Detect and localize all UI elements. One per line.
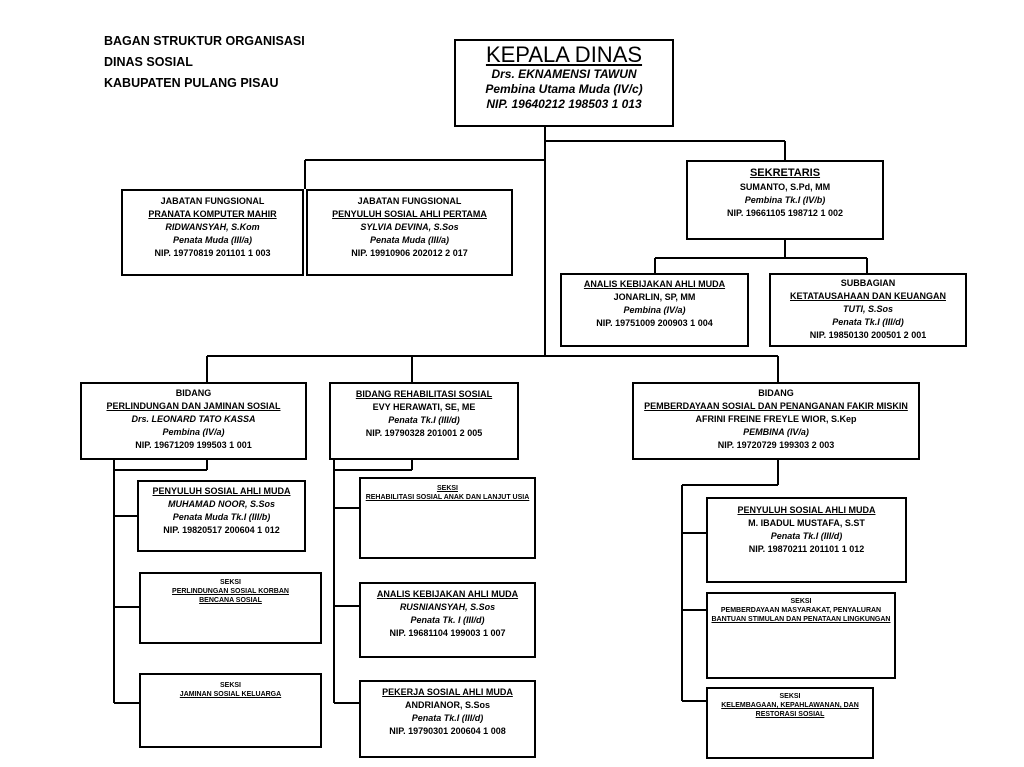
subbagian-box: SUBBAGIAN KETATAUSAHAAN DAN KEUANGAN TUT… — [769, 273, 967, 347]
bidang-perlindungan-name: Drs. LEONARD TATO KASSA — [131, 414, 256, 424]
seksi-jaminan-line2: JAMINAN SOSIAL KELUARGA — [179, 691, 282, 698]
seksi-rehabilitasi-box: SEKSI REHABILITASI SOSIAL ANAK DAN LANJU… — [359, 477, 536, 559]
bidang-pemberdayaan-line2: PEMBERDAYAAN SOSIAL DAN PENANGANAN FAKIR… — [644, 401, 908, 411]
title-line-2: DINAS SOSIAL — [104, 55, 193, 69]
bidang-rehab-heading: BIDANG REHABILITASI SOSIAL — [355, 389, 493, 399]
seksi-rehab-line1: SEKSI — [436, 485, 458, 492]
penyuluh-left-name: MUHAMAD NOOR, S.Sos — [167, 499, 275, 509]
seksi-kelembagaan-box: SEKSI KELEMBAGAAN, KEPAHLAWANAN, DAN RES… — [706, 687, 874, 759]
analis-kebijakan-rehab-box: ANALIS KEBIJAKAN AHLI MUDA RUSNIANSYAH, … — [359, 582, 536, 658]
seksi-kelembagaan-line2: KELEMBAGAAN, KEPAHLAWANAN, DAN — [721, 702, 859, 709]
bidang-perlindungan-rank: Pembina (IV/a) — [162, 427, 225, 437]
pekerja-nip: NIP. 19790301 200604 1 008 — [389, 726, 506, 736]
jf-penyuluh-box: JABATAN FUNGSIONAL PENYULUH SOSIAL AHLI … — [306, 189, 513, 276]
bidang-rehab-name: EVY HERAWATI, SE, ME — [372, 402, 476, 412]
jf-penyuluh-line1: JABATAN FUNGSIONAL — [357, 196, 462, 206]
analis-sek-nip: NIP. 19751009 200903 1 004 — [596, 318, 713, 328]
jf-pranata-komputer-box: JABATAN FUNGSIONAL PRANATA KOMPUTER MAHI… — [121, 189, 304, 276]
pekerja-rank: Penata Tk.I (III/d) — [411, 713, 484, 723]
sekretaris-heading: SEKRETARIS — [749, 167, 821, 179]
subbagian-line1: SUBBAGIAN — [840, 278, 896, 288]
bidang-rehabilitasi-box: BIDANG REHABILITASI SOSIAL EVY HERAWATI,… — [329, 382, 519, 460]
title-line-3: KABUPATEN PULANG PISAU — [104, 76, 279, 90]
analis-rehab-heading: ANALIS KEBIJAKAN AHLI MUDA — [376, 589, 519, 599]
bidang-pemberdayaan-nip: NIP. 19720729 199303 2 003 — [717, 440, 835, 450]
kepala-dinas-box: KEPALA DINAS Drs. EKNAMENSI TAWUN Pembin… — [454, 39, 674, 127]
bidang-rehab-nip: NIP. 19790328 201001 2 005 — [365, 428, 483, 438]
penyuluh-right-heading: PENYULUH SOSIAL AHLI MUDA — [737, 505, 876, 515]
analis-sek-name: JONARLIN, SP, MM — [613, 292, 696, 302]
analis-rehab-name: RUSNIANSYAH, S.Sos — [399, 602, 496, 612]
chart-title: BAGAN STRUKTUR ORGANISASI DINAS SOSIAL K… — [104, 31, 305, 94]
sekretaris-rank: Pembina Tk.I (IV/b) — [744, 195, 826, 205]
jf-komputer-line1: JABATAN FUNGSIONAL — [160, 196, 265, 206]
seksi-pemberdayaan-line1: SEKSI — [790, 598, 812, 605]
subbagian-rank: Penata Tk.I (III/d) — [832, 317, 904, 327]
seksi-kelembagaan-line3: RESTORASI SOSIAL — [755, 711, 825, 718]
seksi-perlindungan-korban-box: SEKSI PERLINDUNGAN SOSIAL KORBAN BENCANA… — [139, 572, 322, 644]
kepala-heading: KEPALA DINAS — [485, 42, 643, 67]
seksi-jaminan-line1: SEKSI — [219, 682, 241, 689]
kepala-rank: Pembina Utama Muda (IV/c) — [485, 82, 643, 96]
jf-penyuluh-nip: NIP. 19910906 202012 2 017 — [351, 248, 468, 258]
penyuluh-right-nip: NIP. 19870211 201101 1 012 — [748, 544, 865, 554]
analis-rehab-nip: NIP. 19681104 199003 1 007 — [389, 628, 506, 638]
bidang-pemberdayaan-line1: BIDANG — [758, 388, 794, 398]
seksi-pemberdayaan-line3: BANTUAN STIMULAN DAN PENATAAN LINGKUNGAN — [711, 616, 891, 623]
penyuluh-right-name: M. IBADUL MUSTAFA, S.ST — [748, 518, 865, 528]
pekerja-name: ANDRIANOR, S.Sos — [404, 700, 490, 710]
bidang-perlindungan-line1: BIDANG — [175, 388, 212, 398]
pekerja-heading: PEKERJA SOSIAL AHLI MUDA — [382, 687, 513, 697]
seksi-korban-line3: BENCANA SOSIAL — [199, 597, 262, 604]
sekretaris-nip: NIP. 19661105 198712 1 002 — [727, 208, 843, 218]
kepala-name: Drs. EKNAMENSI TAWUN — [491, 67, 637, 81]
penyuluh-left-nip: NIP. 19820517 200604 1 012 — [163, 525, 280, 535]
analis-sek-heading: ANALIS KEBIJAKAN AHLI MUDA — [583, 279, 726, 289]
penyuluh-left-heading: PENYULUH SOSIAL AHLI MUDA — [152, 486, 291, 496]
seksi-korban-line1: SEKSI — [219, 579, 241, 586]
analis-kebijakan-sekretariat-box: ANALIS KEBIJAKAN AHLI MUDA JONARLIN, SP,… — [560, 273, 749, 347]
seksi-korban-line2: PERLINDUNGAN SOSIAL KORBAN — [172, 588, 289, 595]
sekretaris-box: SEKRETARIS SUMANTO, S.Pd, MM Pembina Tk.… — [686, 160, 884, 240]
bidang-perlindungan-nip: NIP. 19671209 199503 1 001 — [135, 440, 252, 450]
jf-komputer-rank: Penata Muda (III/a) — [172, 235, 252, 245]
penyuluh-sosial-right-box: PENYULUH SOSIAL AHLI MUDA M. IBADUL MUST… — [706, 497, 907, 583]
subbagian-name: TUTI, S.Sos — [842, 304, 893, 314]
kepala-nip: NIP. 19640212 198503 1 013 — [486, 97, 642, 111]
seksi-pemberdayaan-box: SEKSI PEMBERDAYAAN MASYARAKAT, PENYALURA… — [706, 592, 896, 679]
subbagian-nip: NIP. 19850130 200501 2 001 — [809, 330, 927, 340]
jf-komputer-line2: PRANATA KOMPUTER MAHIR — [148, 209, 277, 219]
bidang-rehab-rank: Penata Tk.I (III/d) — [388, 415, 460, 425]
jf-penyuluh-name: SYLVIA DEVINA, S.Sos — [360, 222, 459, 232]
bidang-perlindungan-box: BIDANG PERLINDUNGAN DAN JAMINAN SOSIAL D… — [80, 382, 307, 460]
jf-penyuluh-rank: Penata Muda (III/a) — [369, 235, 449, 245]
analis-rehab-rank: Penata Tk. I (III/d) — [410, 615, 485, 625]
subbagian-line2: KETATAUSAHAAN DAN KEUANGAN — [790, 291, 946, 301]
jf-penyuluh-line2: PENYULUH SOSIAL AHLI PERTAMA — [332, 209, 487, 219]
bidang-pemberdayaan-rank: PEMBINA (IV/a) — [743, 427, 809, 437]
seksi-jaminan-sosial-box: SEKSI JAMINAN SOSIAL KELUARGA — [139, 673, 322, 748]
bidang-pemberdayaan-box: BIDANG PEMBERDAYAAN SOSIAL DAN PENANGANA… — [632, 382, 920, 460]
sekretaris-name: SUMANTO, S.Pd, MM — [739, 182, 831, 192]
penyuluh-right-rank: Penata Tk.I (III/d) — [770, 531, 843, 541]
bidang-pemberdayaan-name: AFRINI FREINE FREYLE WIOR, S.Kep — [695, 414, 857, 424]
bidang-perlindungan-line2: PERLINDUNGAN DAN JAMINAN SOSIAL — [106, 401, 281, 411]
penyuluh-left-rank: Penata Muda Tk.I (III/b) — [172, 512, 271, 522]
seksi-pemberdayaan-line2: PEMBERDAYAAN MASYARAKAT, PENYALURAN — [720, 607, 882, 614]
penyuluh-sosial-left-box: PENYULUH SOSIAL AHLI MUDA MUHAMAD NOOR, … — [137, 480, 306, 552]
analis-sek-rank: Pembina (IV/a) — [623, 305, 686, 315]
jf-komputer-nip: NIP. 19770819 201101 1 003 — [154, 248, 271, 258]
pekerja-sosial-box: PEKERJA SOSIAL AHLI MUDA ANDRIANOR, S.So… — [359, 680, 536, 758]
seksi-rehab-line2: REHABILITASI SOSIAL ANAK DAN LANJUT USIA — [365, 494, 530, 501]
seksi-kelembagaan-line1: SEKSI — [779, 693, 801, 700]
title-line-1: BAGAN STRUKTUR ORGANISASI — [104, 34, 305, 48]
jf-komputer-name: RIDWANSYAH, S.Kom — [165, 222, 260, 232]
